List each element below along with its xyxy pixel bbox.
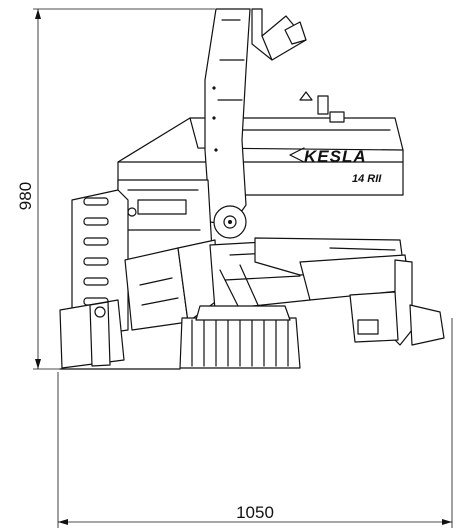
logo-mark-icon (289, 147, 305, 163)
boom-pivot (213, 205, 247, 239)
brand-logo: KESLA 14 RII (289, 147, 382, 185)
width-dimension-label: 1050 (236, 503, 274, 522)
outrigger-foot (349, 259, 445, 346)
rotator-drum (179, 305, 301, 369)
stabilizer-leg (59, 299, 125, 369)
arrow-up-icon (35, 9, 41, 19)
arrow-left-icon (58, 519, 68, 525)
arrow-right-icon (442, 519, 452, 525)
logo-brand-text: KESLA (304, 147, 367, 166)
right-linkage (254, 237, 411, 301)
logo-model-text: 14 RII (352, 173, 382, 185)
width-dimension: 1050 (57, 318, 453, 528)
arrow-down-icon (35, 359, 41, 369)
filter-housing (317, 95, 329, 115)
upper-chute (251, 8, 307, 61)
breather-icon (299, 91, 313, 101)
crane-boom (204, 8, 251, 226)
tank-cap (329, 111, 345, 123)
machine-illustration: KESLA 14 RII (59, 8, 445, 370)
height-dimension-label: 980 (16, 182, 35, 210)
height-dimension: 980 (16, 8, 215, 370)
